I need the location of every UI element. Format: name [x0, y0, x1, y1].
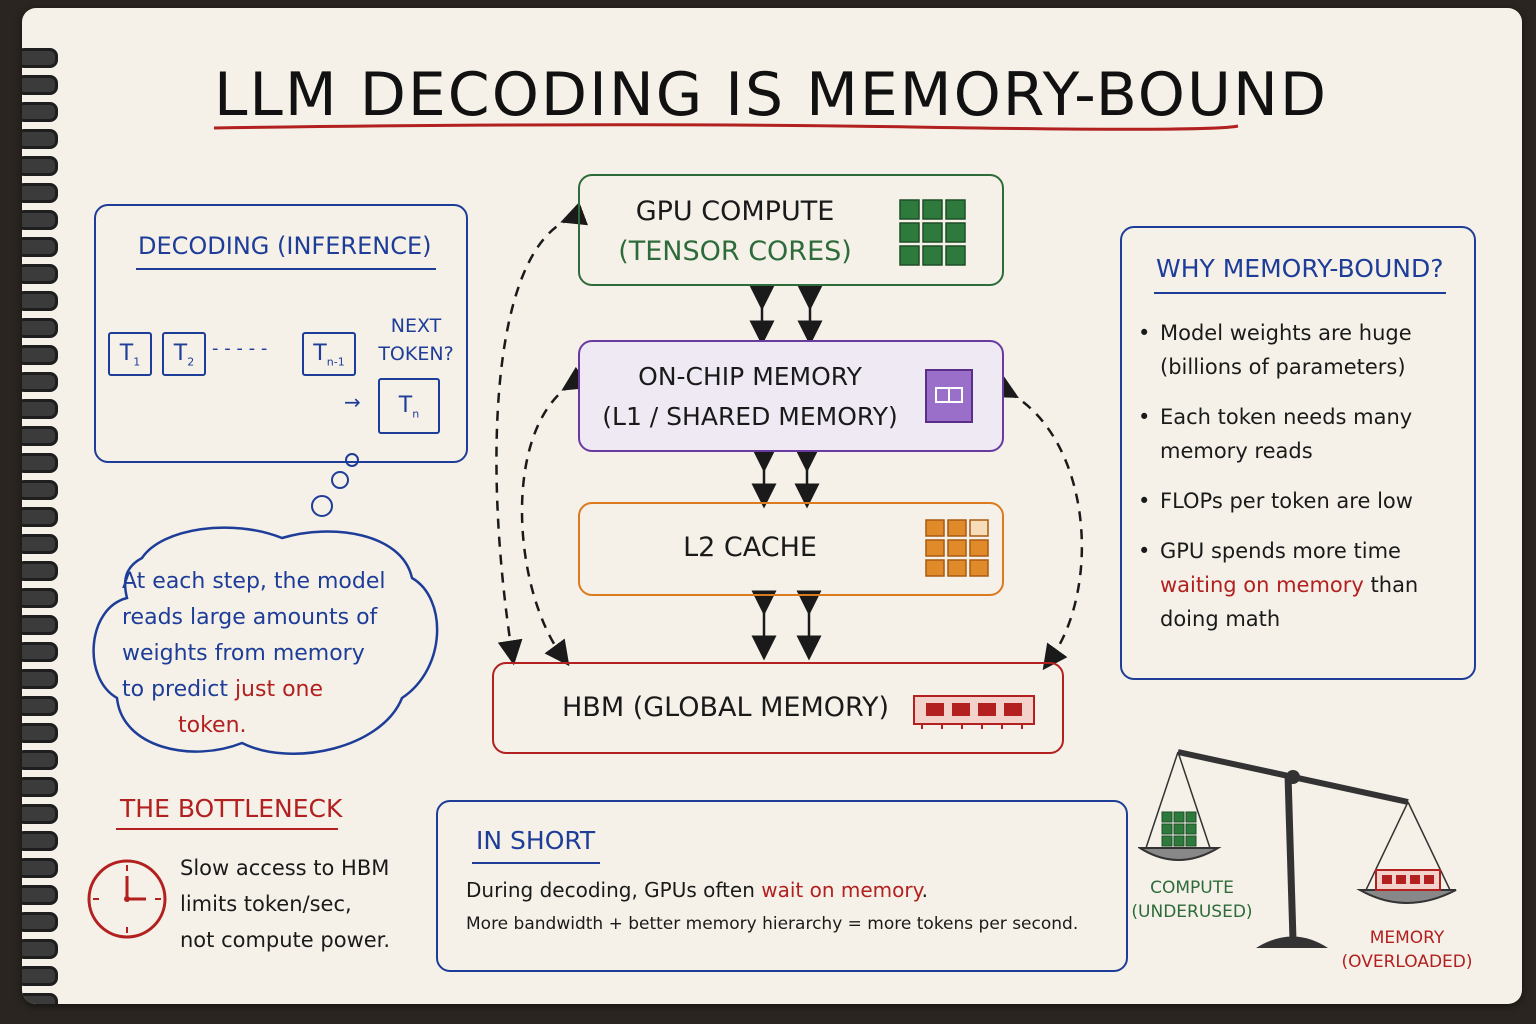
thought-bubble [92, 453, 439, 755]
decoding-heading-underline [136, 268, 436, 270]
spiral-ring [22, 858, 58, 878]
spiral-ring [22, 588, 58, 608]
spiral-ring [22, 156, 58, 176]
spiral-ring [22, 885, 58, 905]
spiral-ring [22, 264, 58, 284]
in-short-heading: IN SHORT [476, 826, 596, 855]
l2-cache-box: L2 CACHE [578, 502, 1004, 596]
spiral-ring [22, 723, 58, 743]
why-bullet-list: Model weights are huge (billions of para… [1138, 316, 1458, 652]
why-bullet-3: FLOPs per token are low [1138, 484, 1458, 518]
spiral-ring [22, 669, 58, 689]
in-short-underline [472, 862, 600, 864]
bottleneck-text: Slow access to HBM limits token/sec, not… [180, 856, 391, 952]
spiral-ring [22, 507, 58, 527]
notebook-page: LLM DECODING IS MEMORY-BOUND DECODING (I… [22, 8, 1522, 1004]
spiral-ring [22, 453, 58, 473]
token-ellipsis: - - - - - [212, 338, 268, 359]
ram-module-icon [913, 695, 1035, 729]
why-bullet-1: Model weights are huge (billions of para… [1138, 316, 1458, 384]
bottleneck-heading: THE BOTTLENECK [120, 794, 343, 823]
spiral-ring [22, 912, 58, 932]
l2-cache-label: L2 CACHE [683, 532, 817, 563]
spiral-ring [22, 75, 58, 95]
spiral-ring [22, 399, 58, 419]
why-bullet-2: Each token needs many memory reads [1138, 400, 1458, 468]
spiral-ring [22, 561, 58, 581]
token-tn: Tn [378, 378, 440, 434]
thought-text: At each step, the model reads large amou… [122, 569, 386, 738]
memory-chip-icon [925, 369, 973, 423]
spiral-ring [22, 804, 58, 824]
gpu-compute-label: GPU COMPUTE [635, 196, 835, 227]
spiral-ring [22, 183, 58, 203]
spiral-ring [22, 129, 58, 149]
memory-overloaded-label: MEMORY (OVERLOADED) [1341, 928, 1473, 972]
in-short-line-1: During decoding, GPUs often wait on memo… [466, 878, 928, 902]
spiral-ring [22, 750, 58, 770]
decoding-heading: DECODING (INFERENCE) [138, 232, 432, 260]
compute-underused-label: COMPUTE (UNDERUSED) [1131, 878, 1253, 922]
spiral-ring [22, 939, 58, 959]
on-chip-memory-box: ON-CHIP MEMORY (L1 / SHARED MEMORY) [578, 340, 1004, 452]
hierarchy-connectors [495, 201, 1084, 671]
clock-icon [87, 859, 167, 939]
on-chip-memory-label: ON-CHIP MEMORY [638, 362, 862, 391]
decoding-box: DECODING (INFERENCE) T1 T2 - - - - - Tn-… [94, 204, 468, 463]
token-tn-minus-1: Tn-1 [302, 332, 356, 376]
spiral-ring [22, 480, 58, 500]
why-memory-bound-box: WHY MEMORY-BOUND? Model weights are huge… [1120, 226, 1476, 680]
spiral-ring [22, 48, 58, 68]
spiral-ring [22, 993, 58, 1004]
on-chip-memory-sublabel: (L1 / SHARED MEMORY) [602, 402, 898, 431]
next-token-label: NEXT TOKEN? [378, 315, 454, 365]
spiral-ring [22, 615, 58, 635]
in-short-box: IN SHORT During decoding, GPUs often wai… [436, 800, 1128, 972]
gpu-compute-sublabel: (TENSOR CORES) [618, 236, 852, 267]
spiral-ring [22, 696, 58, 716]
page-title: LLM DECODING IS MEMORY-BOUND [214, 60, 1329, 130]
spiral-ring [22, 291, 58, 311]
arrow-right-icon: → [344, 390, 361, 414]
tensor-core-grid-icon [899, 199, 966, 266]
spiral-ring [22, 777, 58, 797]
spiral-ring [22, 831, 58, 851]
spiral-ring [22, 318, 58, 338]
why-bullet-4: GPU spends more time waiting on memory t… [1138, 534, 1458, 636]
token-t1: T1 [108, 332, 152, 376]
title-underline [213, 123, 1239, 131]
spiral-ring [22, 642, 58, 662]
spiral-ring [22, 237, 58, 257]
gpu-compute-box: GPU COMPUTE (TENSOR CORES) [578, 174, 1004, 286]
spiral-ring [22, 534, 58, 554]
hbm-box: HBM (GLOBAL MEMORY) [492, 662, 1064, 754]
why-heading: WHY MEMORY-BOUND? [1156, 254, 1444, 283]
balance-scale-icon [1138, 749, 1457, 948]
spiral-ring [22, 426, 58, 446]
cache-grid-icon [925, 519, 989, 577]
why-heading-underline [1154, 292, 1446, 294]
in-short-line-2: More bandwidth + better memory hierarchy… [466, 914, 1079, 934]
hbm-label: HBM (GLOBAL MEMORY) [562, 692, 890, 723]
bottleneck-underline [116, 828, 338, 830]
spiral-ring [22, 345, 58, 365]
token-t2: T2 [162, 332, 206, 376]
spiral-ring [22, 966, 58, 986]
spiral-ring [22, 372, 58, 392]
spiral-ring [22, 102, 58, 122]
spiral-ring [22, 210, 58, 230]
